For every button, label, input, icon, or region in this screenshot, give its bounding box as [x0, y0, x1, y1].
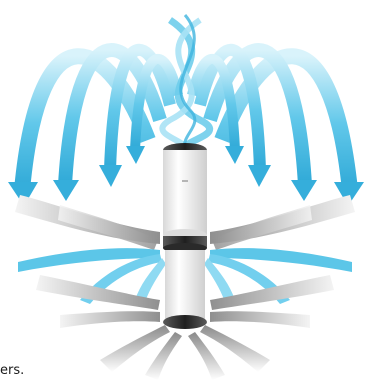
intake-arrows-middle — [15, 195, 355, 250]
intake-arrow-bottom-right-2 — [210, 311, 310, 328]
caption-fragment: ers. — [0, 363, 25, 378]
outflow-arrowhead-left-outer — [8, 182, 38, 206]
intake-arrow-bottom-left-3 — [100, 325, 170, 372]
intake-arrow-bottom-right-1 — [210, 275, 334, 310]
outflow-arrowhead-left-innermost — [126, 146, 145, 164]
intake-arrows-bottom — [36, 275, 334, 380]
intake-arrow-bottom-left-4 — [145, 332, 182, 380]
intake-arrow-bottom-left-1 — [36, 275, 160, 310]
outflow-arrow-right-innermost — [187, 54, 240, 151]
outflow-arrowhead-right-outer — [334, 182, 364, 206]
lower-blue-arrow-right-1 — [210, 248, 352, 272]
purifier-lower-unit — [163, 250, 207, 329]
outflow-arrow-right-outer — [214, 48, 358, 191]
outflow-arrow-left-innermost — [130, 54, 183, 151]
outflow-arrowhead-left-inner — [99, 165, 122, 187]
outflow-arrow-right-inner — [194, 43, 266, 171]
outflow-arrow-left-outer — [14, 48, 156, 191]
intake-arrow-bottom-right-3 — [200, 325, 270, 372]
central-vortex — [159, 14, 213, 152]
purifier-base-ring — [163, 315, 207, 329]
purifier-upper-unit — [163, 143, 207, 241]
outflow-arrowhead-left-mid — [53, 180, 79, 201]
outflow-arrows-top — [8, 43, 364, 206]
intake-arrow-bottom-right-4 — [188, 332, 225, 380]
purifier-logo-mark — [182, 180, 188, 182]
lower-blue-arrow-left-3 — [135, 258, 166, 302]
purifier-lower-body — [165, 250, 205, 320]
lower-blue-arrow-right-3 — [204, 258, 235, 302]
lower-blue-arrow-left-1 — [18, 248, 160, 272]
intake-arrow-mid-right-2 — [212, 205, 312, 250]
vortex-ribbon-b — [159, 17, 202, 152]
outflow-arrowhead-right-inner — [248, 165, 271, 187]
intake-arrow-mid-left-2 — [58, 205, 158, 250]
purifier-upper-body — [163, 150, 207, 235]
outflow-arrow-left-inner — [104, 43, 176, 171]
intake-arrow-bottom-left-2 — [60, 311, 160, 328]
outflow-arrowhead-right-innermost — [225, 146, 244, 164]
vortex-ribbon-c — [179, 14, 197, 151]
outflow-arrowhead-right-mid — [291, 180, 317, 201]
